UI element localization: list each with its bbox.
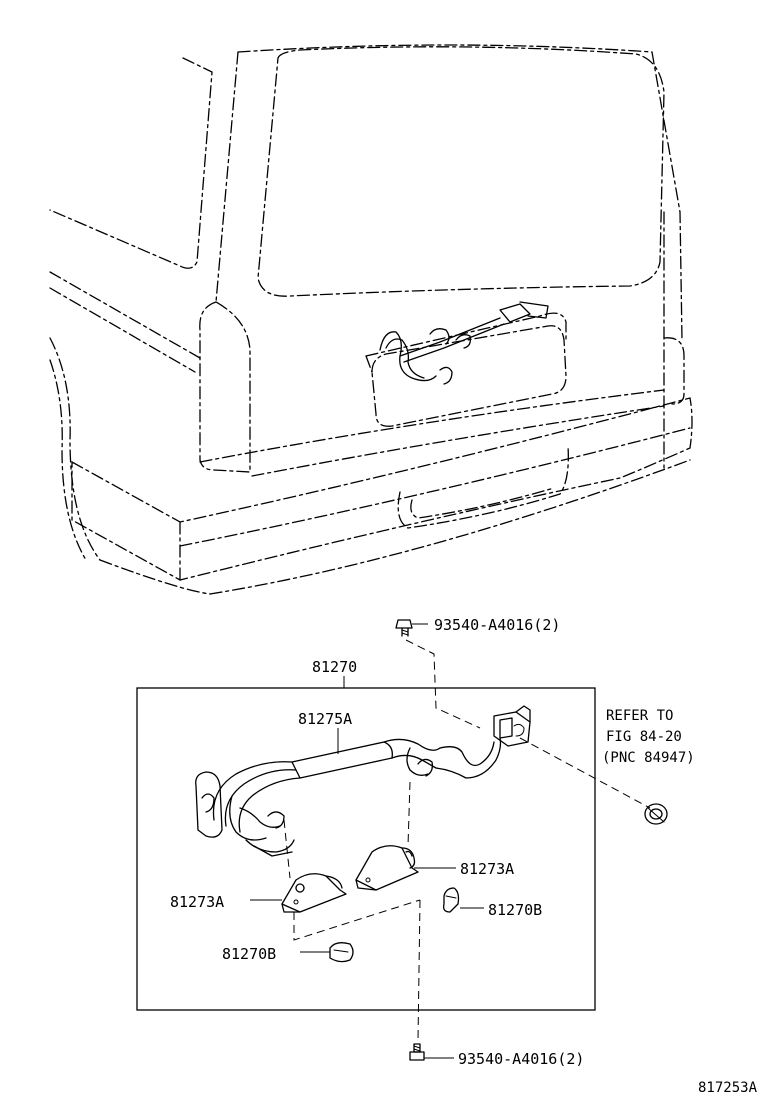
wire-harness-icon [195, 705, 531, 857]
refer-to-line-2: FIG 84-20 [606, 729, 682, 745]
license-lamp-harness-installed-icon [379, 301, 549, 385]
bulb-right-icon [442, 887, 460, 913]
bulb-right-part-number: 81270B [488, 901, 542, 919]
refer-to-line-1: REFER TO [606, 708, 673, 724]
socket-left-part-number: 81273A [170, 893, 224, 911]
figure-id: 817253A [698, 1080, 758, 1096]
assembly-group-box [136, 687, 596, 1011]
screw-top-part-number: 93540-A4016(2) [434, 616, 560, 634]
wire-harness-part-number: 81275A [298, 710, 352, 728]
socket-right-part-number: 81273A [460, 860, 514, 878]
assembly-part-number: 81270 [312, 658, 357, 676]
refer-to-line-3: (PNC 84947) [602, 750, 695, 766]
screw-bottom-icon [409, 1043, 425, 1061]
screw-bottom-part-number: 93540-A4016(2) [458, 1050, 584, 1068]
lamp-socket-right-icon [355, 845, 419, 891]
bulb-left-icon [329, 942, 354, 963]
grommet-icon [644, 803, 668, 825]
vehicle-rear-outline-icon [49, 44, 693, 595]
bulb-left-part-number: 81270B [222, 945, 276, 963]
screw-top-icon [395, 619, 413, 637]
lamp-socket-left-icon [281, 873, 347, 913]
